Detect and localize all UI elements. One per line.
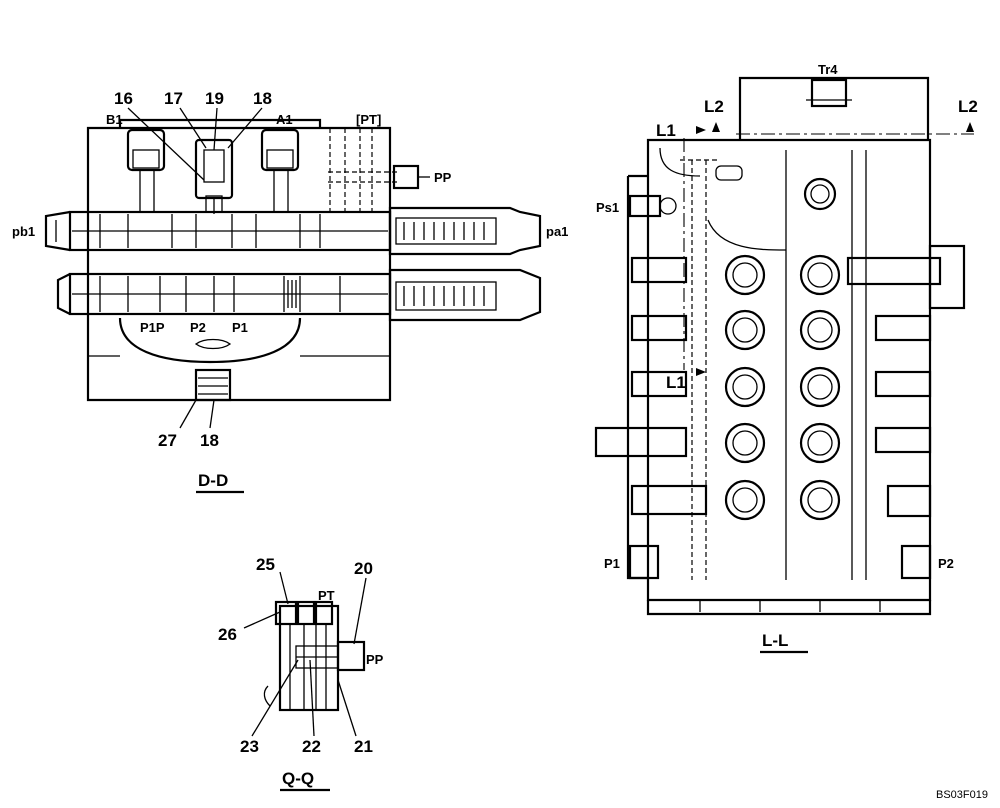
qq-cap-left: [274, 600, 298, 626]
ll-section-l1-mid: L1: [666, 373, 686, 392]
ll-right-fitting-2: [874, 314, 932, 342]
qq-callout-26: 26: [218, 625, 237, 644]
dd-callout-16: 16: [114, 89, 133, 108]
dd-bottom-check-valve: [194, 368, 232, 402]
ll-p1-fitting: [628, 544, 660, 580]
ll-main-body: [646, 138, 932, 602]
dd-port-p1: P1: [232, 320, 248, 335]
dd-port-b1: B1: [106, 112, 123, 127]
dd-port-pt: [PT]: [356, 112, 381, 127]
ll-section-l2-right: L2: [958, 97, 978, 116]
qq-callout-22: 22: [302, 737, 321, 756]
qq-cap-mid: [296, 600, 316, 626]
ll-right-fitting-1: [846, 256, 942, 286]
dd-callout-27: 27: [158, 431, 177, 450]
qq-cap-right: [314, 600, 334, 626]
dd-leader-lines: [127, 107, 263, 429]
section-view-q-q: [263, 600, 366, 712]
dd-port-pp: PP: [434, 170, 452, 185]
qq-callout-20: 20: [354, 559, 373, 578]
ll-left-fitting-2: [630, 314, 688, 342]
dd-port-p2: P2: [190, 320, 206, 335]
qq-port-pp: PP: [366, 652, 384, 667]
dd-port-pb1: pb1: [12, 224, 35, 239]
ll-left-fitting-4: [594, 426, 688, 458]
dd-port-pa1: pa1: [546, 224, 568, 239]
dd-boss-a1: [260, 128, 300, 172]
dd-callout-17: 17: [164, 89, 183, 108]
qq-port-pt: PT: [318, 588, 335, 603]
ll-port-ps1: Ps1: [596, 200, 619, 215]
ll-port-p1: P1: [604, 556, 620, 571]
qq-pp-fitting: [336, 640, 366, 672]
ll-right-fitting-3: [874, 370, 932, 398]
dd-port-p1p: P1P: [140, 320, 165, 335]
qq-body: [278, 604, 340, 712]
dd-housing: [86, 126, 392, 402]
dd-callout-18-bottom: 18: [200, 431, 219, 450]
ll-right-fitting-5: [886, 484, 932, 518]
ll-port-p2: P2: [938, 556, 954, 571]
qq-view-title: Q-Q: [282, 769, 314, 788]
qq-callout-23: 23: [240, 737, 259, 756]
ll-section-l2-left: L2: [704, 97, 724, 116]
ll-p2-fitting: [900, 544, 932, 580]
ll-right-fitting-4: [874, 426, 932, 454]
dd-view-title: D-D: [198, 471, 228, 490]
ll-view-title: L-L: [762, 631, 788, 650]
dd-callout-19: 19: [205, 89, 224, 108]
ll-left-fitting-3: [630, 370, 688, 398]
ll-tr4-fitting: [810, 78, 848, 108]
dd-end-cap-pb1: [44, 210, 71, 252]
dd-callout-18-top: 18: [253, 89, 272, 108]
ll-right-boss: [928, 244, 966, 310]
ll-port-tr4: Tr4: [818, 62, 838, 77]
qq-callout-25: 25: [256, 555, 275, 574]
dd-lower-cavity: [118, 317, 302, 364]
ll-left-fitting-1: [630, 256, 688, 284]
dd-pp-fitting: [392, 164, 420, 190]
ll-ps1-fitting: [628, 194, 662, 218]
section-view-d-d: [44, 118, 542, 402]
ll-left-fitting-5: [630, 484, 708, 516]
ll-top-head: [738, 76, 930, 140]
dd-spring-housing-lower: [388, 268, 542, 322]
section-view-l-l: [594, 76, 974, 616]
ll-section-l1-top: L1: [656, 121, 676, 140]
dd-port-a1: A1: [276, 112, 293, 127]
qq-callout-21: 21: [354, 737, 373, 756]
dd-top-step: [118, 118, 322, 128]
qq-leader-lines: [243, 571, 367, 737]
dd-spring-housing-upper: [388, 206, 542, 256]
figure-code: BS03F019: [936, 789, 988, 801]
dd-boss-b1: [126, 128, 166, 172]
